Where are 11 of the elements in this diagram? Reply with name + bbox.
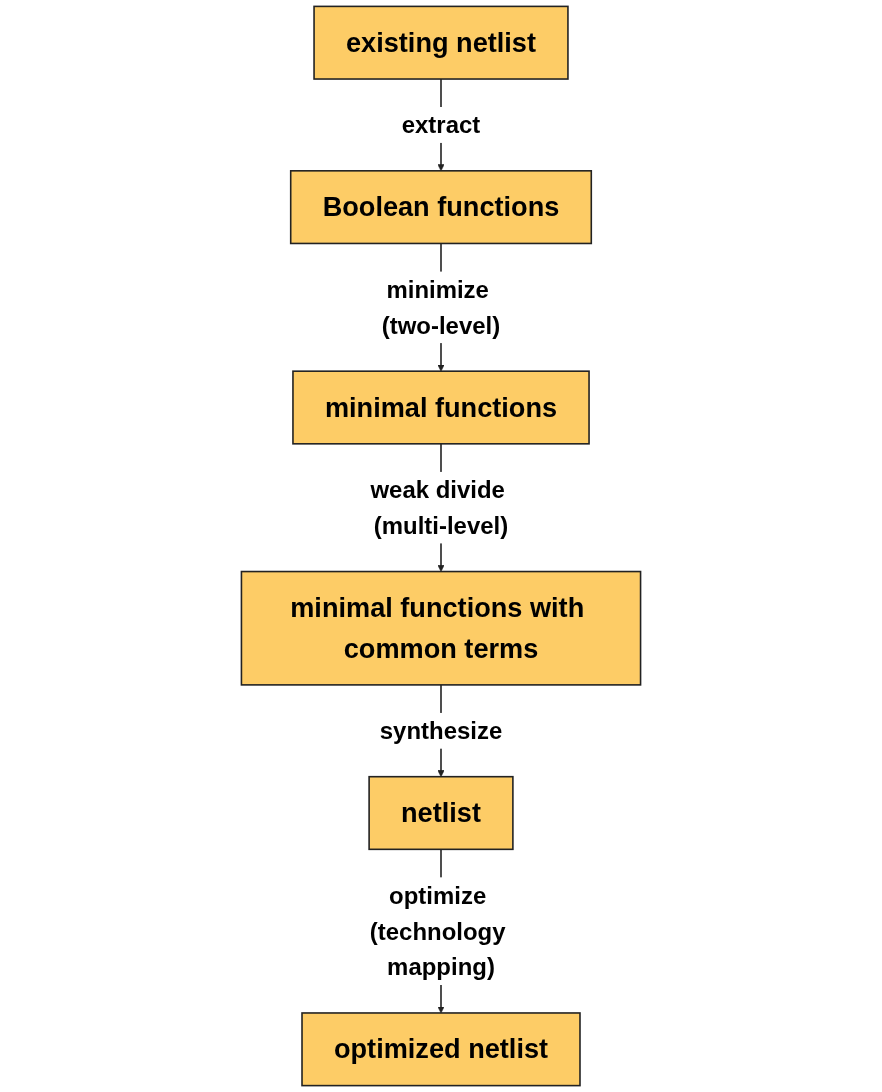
node-box: minimal functions [292,370,590,445]
edge-label: optimize (technology mapping) [369,882,506,981]
edge-label: extract [401,111,481,139]
edge-label: synthesize [379,717,503,744]
edge-label: minimize (two-level) [381,276,501,339]
node-box: optimized netlist [301,1012,581,1087]
node-box: existing netlist [313,5,569,80]
node-box: Boolean functions [289,170,593,245]
node-box: minimal functions with common terms [240,570,642,686]
node-box: netlist [368,775,514,851]
edge-label: weak divide (multi-level) [370,476,509,539]
